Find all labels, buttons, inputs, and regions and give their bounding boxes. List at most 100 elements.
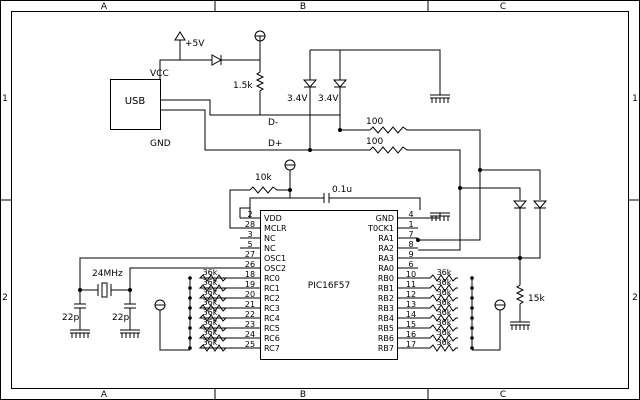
mcu-pin-name: RC0 — [264, 274, 280, 283]
mcu-pin-name: NC — [264, 234, 276, 243]
crystal-symbol — [80, 282, 130, 298]
array-resistor — [418, 274, 458, 282]
array-resistor-label: 36k — [203, 318, 218, 327]
mcu-pin-number: 11 — [406, 280, 416, 289]
mcu-pin-number: 12 — [406, 290, 416, 299]
capacitor-bypass — [323, 193, 421, 210]
capacitor-osc2 — [124, 290, 136, 330]
usb-vcc-label: VCC — [150, 69, 169, 79]
r-mclr-label: 10k — [255, 173, 272, 183]
zener-clamp: 3.4V 3.4V — [287, 49, 450, 152]
ra-network: 15k — [418, 169, 548, 330]
mcu-pin-number: 18 — [245, 270, 255, 279]
usb-data-lines: 100 100 — [160, 99, 482, 251]
usb-dplus-label: D+ — [268, 139, 282, 149]
diode-ra-2 — [418, 200, 548, 259]
array-resistor-label: 36k — [437, 298, 452, 307]
zone-right-2: 2 — [632, 293, 638, 303]
zone-top-b: B — [300, 2, 306, 12]
mcu-pin-name: T0CK1 — [367, 224, 394, 233]
mcu-pin-name: OSC1 — [264, 254, 286, 263]
mcu-pin-number: 25 — [245, 340, 255, 349]
r-dplus-label: 100 — [366, 137, 383, 147]
array-resistor — [418, 304, 458, 312]
power-supply: +5V 1.5k — [159, 30, 266, 115]
zone-bottom-b: B — [300, 390, 306, 400]
mcu-pin-name: NC — [264, 244, 276, 253]
mcu-pin-name: OSC2 — [264, 264, 286, 273]
resistor-dminus — [369, 126, 481, 241]
mcu-pin-name: MCLR — [264, 224, 287, 233]
crystal-label: 24MHz — [92, 269, 123, 279]
array-resistor-label: 36k — [203, 328, 218, 337]
array-resistor — [418, 324, 458, 332]
mcu-pin-number: 16 — [406, 330, 416, 339]
array-resistor — [198, 344, 240, 352]
ground-zener — [430, 94, 450, 103]
mcu-pin-number: 26 — [245, 260, 255, 269]
usb-dminus-label: D- — [268, 118, 278, 128]
array-resistor — [198, 304, 240, 312]
zone-left-1: 1 — [2, 94, 8, 104]
mcu-pin-name: VDD — [264, 214, 282, 223]
pullup-label: 1.5k — [233, 81, 253, 91]
array-resistor — [418, 294, 458, 302]
array-resistor — [418, 334, 458, 342]
diode-ra-1 — [512, 200, 528, 258]
r-dminus-label: 100 — [366, 117, 383, 127]
mcu-pin-number: 7 — [408, 230, 413, 239]
mcu-pin-number: 13 — [406, 300, 416, 309]
mcu-pin-number: 15 — [406, 320, 416, 329]
c-osc1-label: 22p — [62, 313, 79, 323]
mcu-pin-number: 4 — [408, 210, 413, 219]
array-resistor-label: 36k — [203, 288, 218, 297]
ground-osc2 — [120, 329, 140, 338]
array-resistor-label: 36k — [437, 318, 452, 327]
junction-dot — [416, 238, 420, 242]
mcu-pin-name: RA3 — [378, 254, 394, 263]
resistor-mclr — [249, 186, 290, 194]
mcu-pin-name: RB1 — [378, 284, 394, 293]
mcu-pin-name: RC2 — [264, 294, 280, 303]
mcu-pin-name: RB3 — [378, 304, 394, 313]
mclr-network: 10k 0.1u — [229, 159, 450, 229]
array-resistor — [198, 334, 240, 342]
capacitor-osc1 — [74, 290, 86, 330]
mcu-pin-name: RC7 — [264, 344, 280, 353]
zone-top-c: C — [500, 2, 506, 12]
supply-label: +5V — [185, 39, 205, 49]
array-resistor — [198, 284, 240, 292]
zener-diode-2 — [332, 79, 348, 130]
mcu-pin-number: 10 — [406, 270, 416, 279]
array-resistor-label: 36k — [203, 308, 218, 317]
mcu-pin-number: 21 — [245, 300, 255, 309]
mcu-pin-number: 22 — [245, 310, 255, 319]
test-points — [154, 299, 506, 351]
resistor-ra-15k — [515, 258, 525, 320]
c-bypass-label: 0.1u — [332, 185, 352, 195]
usb-gnd-label: GND — [150, 139, 171, 149]
mcu-pin-number: 20 — [245, 290, 255, 299]
mcu-pin-name: RB7 — [378, 344, 394, 353]
ground-ra — [510, 320, 530, 330]
mcu-pin-number: 27 — [245, 250, 255, 259]
ground-osc1 — [70, 329, 90, 338]
mcu-pin-name: RC4 — [264, 314, 280, 323]
mcu-pin-name: RB6 — [378, 334, 394, 343]
array-resistor-label: 36k — [437, 338, 452, 347]
ground-mcu — [418, 212, 450, 221]
zone-left-2: 2 — [2, 293, 8, 303]
array-resistor-label: 36k — [203, 278, 218, 287]
zone-top-a: A — [101, 2, 108, 12]
array-resistor — [418, 344, 458, 352]
array-resistor-label: 36k — [203, 268, 218, 277]
array-resistor — [418, 284, 458, 292]
array-resistor-label: 36k — [437, 288, 452, 297]
mcu-pin-number: 28 — [245, 220, 255, 229]
mcu-pin-name: RC5 — [264, 324, 280, 333]
oscillator: 24MHz 22p 22p — [62, 257, 260, 338]
